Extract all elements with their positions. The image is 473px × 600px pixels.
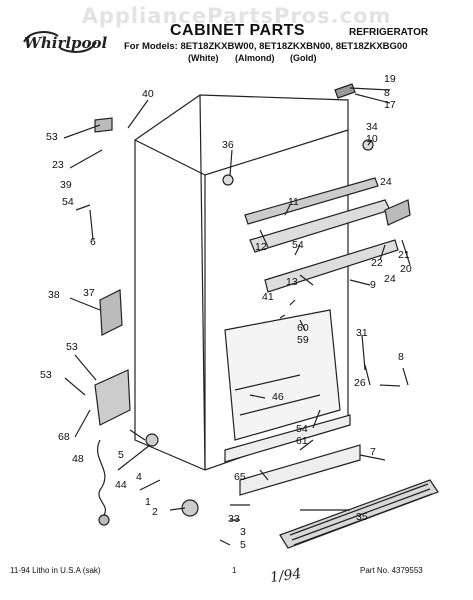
callout-label: 10	[366, 133, 378, 145]
callout-label: 34	[366, 121, 378, 133]
grille-slots	[289, 483, 433, 546]
footer-print-info: 11-94 Litho in U.S.A (sak)	[10, 566, 101, 575]
lower-divider-rail	[264, 239, 399, 293]
callout-label: 1	[145, 496, 151, 508]
callout-label: 26	[354, 377, 366, 389]
top-trim	[244, 177, 379, 225]
page-title: CABINET PARTS	[170, 22, 306, 39]
callout-label: 6	[90, 236, 96, 248]
cord-plug	[98, 514, 110, 526]
callout-label: 5	[240, 539, 246, 551]
top-cap	[334, 83, 356, 99]
callout-label: 60	[297, 322, 309, 334]
power-cord	[97, 439, 106, 516]
callout-label: 35	[356, 511, 368, 523]
callout-label: 41	[262, 291, 274, 303]
callout-label: 53	[66, 341, 78, 353]
callout-label: 2	[152, 506, 158, 518]
cabinet-top-edge	[134, 129, 349, 176]
callout-label: 65	[234, 471, 246, 483]
callout-label: 8	[398, 351, 404, 363]
callout-label: 44	[115, 479, 127, 491]
freezer-rails	[234, 374, 321, 416]
callout-label: 12	[255, 241, 267, 253]
callout-label: 33	[228, 513, 240, 525]
bottom-trim	[224, 414, 351, 463]
side-bracket	[99, 289, 123, 336]
callout-label: 9	[370, 279, 376, 291]
color-label-white: (White)	[188, 53, 219, 63]
cabinet-front-edge	[199, 94, 206, 471]
callout-label: 5	[118, 449, 124, 461]
callout-label: 22	[371, 257, 383, 269]
callout-label: 54	[62, 196, 74, 208]
callout-label: 53	[46, 131, 58, 143]
callout-label: 8	[384, 87, 390, 99]
color-label-gold: (Gold)	[290, 53, 317, 63]
callout-label: 48	[72, 453, 84, 465]
color-label-almond: (Almond)	[235, 53, 275, 63]
front-grille	[279, 479, 439, 549]
callout-label: 68	[58, 431, 70, 443]
callout-label: 61	[296, 435, 308, 447]
callout-label: 17	[384, 99, 396, 111]
callout-label: 19	[384, 73, 396, 85]
callout-label: 40	[142, 88, 154, 100]
watermark: AppliancePartsPros.com	[81, 4, 392, 28]
callout-label: 38	[48, 289, 60, 301]
callout-label: 24	[384, 273, 396, 285]
top-screw	[222, 174, 234, 186]
callout-label: 3	[240, 526, 246, 538]
footer-page-number: 1	[232, 566, 237, 575]
callout-label: 20	[400, 263, 412, 275]
brand-name: Whirlpool	[24, 34, 108, 52]
callout-label: 7	[370, 446, 376, 458]
left-hinge-block	[94, 117, 113, 133]
freezer-liner	[224, 309, 341, 441]
leader-lines	[63, 87, 411, 546]
callout-label: 11	[288, 196, 299, 208]
front-roller	[145, 433, 159, 447]
toe-plate	[239, 444, 361, 496]
callout-label: 36	[222, 139, 234, 151]
wiring-bracket	[94, 369, 131, 426]
callout-label: 31	[356, 327, 368, 339]
callout-label: 59	[297, 334, 309, 346]
callout-label: 54	[292, 239, 304, 251]
callout-label: 46	[272, 391, 284, 403]
top-hinge	[384, 199, 411, 226]
callout-label: 37	[83, 287, 95, 299]
appliance-category: REFRIGERATOR	[349, 27, 429, 38]
callout-label: 23	[52, 159, 64, 171]
callout-label: 13	[286, 276, 298, 288]
callout-label: 54	[296, 423, 308, 435]
callout-label: 39	[60, 179, 72, 191]
footer-part-number: Part No. 4379553	[360, 566, 423, 575]
callout-label: 21	[398, 249, 410, 261]
callout-label: 4	[136, 471, 142, 483]
callout-label: 53	[40, 369, 52, 381]
models-line: For Models: 8ET18ZKXBW00, 8ET18ZKXBN00, …	[124, 41, 408, 52]
whirlpool-logo	[20, 28, 100, 56]
callout-label: 24	[380, 176, 392, 188]
